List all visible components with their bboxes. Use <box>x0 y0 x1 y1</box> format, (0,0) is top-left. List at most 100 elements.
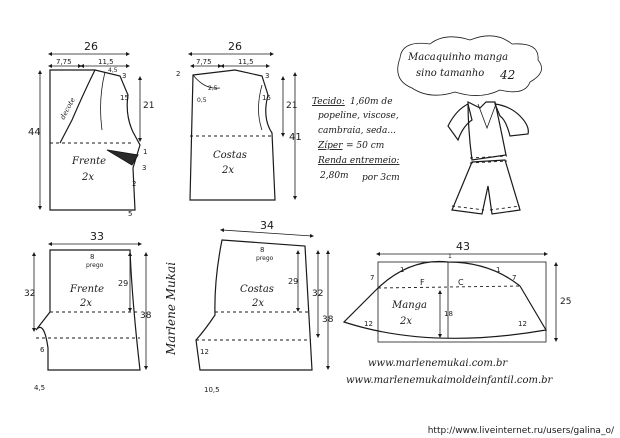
costas-bottom-crotch: 12 <box>200 348 209 356</box>
signature: Marlene Mukai <box>164 262 178 356</box>
manga-cap-height: 18 <box>444 310 453 318</box>
frente-top-m8: 2 <box>132 180 136 188</box>
website-2: www.marlenemukaimoldeinfantil.com.br <box>346 375 554 386</box>
manga-m-right: 7 <box>512 274 516 282</box>
manga-side-right: 12 <box>518 320 527 328</box>
frente-top-m1: 7,75 <box>56 58 72 66</box>
garment-bodice <box>467 101 507 161</box>
costas-top-m2: 11,5 <box>238 58 254 66</box>
frente-bottom-height: 32 <box>24 289 35 299</box>
title-line2: sino tamanho <box>416 68 484 79</box>
materials-tecido-2: popeline, viscose, <box>318 111 399 121</box>
frente-bottom-label: Frente <box>69 284 104 295</box>
manga-top-right: 1 <box>496 266 500 274</box>
frente-bottom-prego: prego <box>86 262 104 269</box>
garment-shorts <box>451 159 521 215</box>
costas-bottom-piece: 34 8 prego 29 32 38 12 10,5 Costas 2x <box>195 219 334 394</box>
costas-top-width: 26 <box>228 40 242 53</box>
garment-lace-waist <box>469 155 508 164</box>
garment-illustration <box>447 101 529 215</box>
manga-side-left: 12 <box>364 320 373 328</box>
frente-bottom-width: 33 <box>90 230 104 243</box>
costas-bottom-width-arrow <box>220 228 314 238</box>
title-size: 42 <box>499 68 515 82</box>
manga-m-left: 7 <box>370 274 374 282</box>
costas-top-m4: 2 <box>176 70 180 78</box>
frente-top-piece: 26 7,75 11,5 44 21 3 4,5 15 3 1 2 5 deco… <box>28 40 154 218</box>
frente-top-qty: 2x <box>81 172 94 183</box>
manga-c: C <box>458 278 464 287</box>
costas-top-qty: 2x <box>221 165 234 176</box>
costas-top-side: 21 <box>286 101 297 111</box>
frente-top-dart <box>106 149 139 166</box>
manga-width: 43 <box>456 240 470 253</box>
costas-top-m3: 3 <box>265 72 269 80</box>
frente-bottom-side: 29 <box>118 279 128 288</box>
costas-bottom-hem: 10,5 <box>204 386 220 394</box>
garment-right-sleeve <box>494 103 529 137</box>
garment-neckline <box>477 103 497 130</box>
frente-top-m2: 11,5 <box>98 58 114 66</box>
manga-top-left: 1 <box>400 266 404 274</box>
frente-top-side: 21 <box>143 101 154 111</box>
frente-top-m5: 15 <box>120 94 129 102</box>
frente-bottom-height2: 38 <box>140 311 152 321</box>
title-cloud <box>397 35 542 96</box>
materials-block: Tecido: 1,60m de popeline, viscose, camb… <box>312 97 400 183</box>
frente-bottom-piece: 33 8 prego 29 32 38 6 4,5 Frente 2x <box>24 230 152 392</box>
title-block: Macaquinho manga sino tamanho 42 <box>397 35 542 96</box>
frente-top-m9: 5 <box>128 210 132 218</box>
frente-bottom-prego-val: 8 <box>90 253 94 261</box>
costas-top-label: Costas <box>213 150 247 161</box>
materials-renda-value-2: por 3cm <box>362 173 400 183</box>
frente-top-m6: 3 <box>142 164 146 172</box>
frente-top-facing <box>100 71 106 131</box>
frente-top-neckline <box>59 69 96 144</box>
website-1: www.marlenemukai.com.br <box>368 358 508 369</box>
frente-top-height: 44 <box>28 127 41 138</box>
title-line1: Macaquinho manga <box>407 52 508 63</box>
frente-bottom-crotch: 6 <box>40 346 45 354</box>
materials-tecido-label: Tecido: <box>312 97 345 107</box>
materials-tecido-3: cambraia, seda... <box>318 126 396 136</box>
materials-ziper-label: Zíper <box>317 140 343 151</box>
costas-top-m1: 7,75 <box>196 58 212 66</box>
costas-top-neckline <box>192 74 221 89</box>
costas-top-outline <box>189 69 276 201</box>
manga-piece: 43 25 18 7 7 1 1 1 F C 12 12 Manga 2x <box>342 240 571 343</box>
manga-f: F <box>420 278 425 287</box>
materials-renda-label: Renda entremeio: <box>317 156 399 166</box>
manga-outline <box>342 285 547 339</box>
frente-top-label: Frente <box>71 156 106 167</box>
costas-bottom-width: 34 <box>260 219 274 232</box>
costas-top-armhole-guide <box>258 84 263 131</box>
frente-top-m7: 1 <box>143 148 147 156</box>
costas-bottom-label: Costas <box>240 284 274 295</box>
costas-top-m5: 0,5 <box>197 97 207 104</box>
manga-qty: 2x <box>399 316 412 327</box>
costas-bottom-qty: 2x <box>251 298 264 309</box>
manga-height: 25 <box>560 297 571 307</box>
websites-block: www.marlenemukai.com.br www.marlenemukai… <box>346 358 554 386</box>
manga-fold: 1 <box>448 253 452 260</box>
manga-label: Manga <box>391 300 427 311</box>
costas-bottom-side: 29 <box>288 277 298 286</box>
frente-bottom-qty: 2x <box>79 298 92 309</box>
costas-bottom-height2: 38 <box>322 315 334 325</box>
costas-bottom-m1: 8 <box>260 246 264 254</box>
costas-top-m7: 2,5 <box>208 85 218 92</box>
costas-top-m6: 15 <box>262 94 271 102</box>
signature-block: Marlene Mukai <box>164 262 178 356</box>
frente-top-width: 26 <box>84 40 98 53</box>
source-url[interactable]: http://www.liveinternet.ru/users/galina_… <box>428 426 615 436</box>
frente-top-m3: 3 <box>122 72 126 80</box>
manga-capline <box>377 285 521 289</box>
frente-top-grain: decote <box>59 96 77 121</box>
frente-bottom-hem: 4,5 <box>34 384 45 392</box>
frente-top-m4: 4,5 <box>108 67 118 74</box>
garment-left-sleeve <box>447 103 473 142</box>
materials-ziper-value: = 50 cm <box>346 141 384 151</box>
costas-bottom-prego: prego <box>256 255 274 262</box>
costas-bottom-height: 32 <box>312 289 323 299</box>
materials-tecido-1: 1,60m de <box>350 97 393 107</box>
